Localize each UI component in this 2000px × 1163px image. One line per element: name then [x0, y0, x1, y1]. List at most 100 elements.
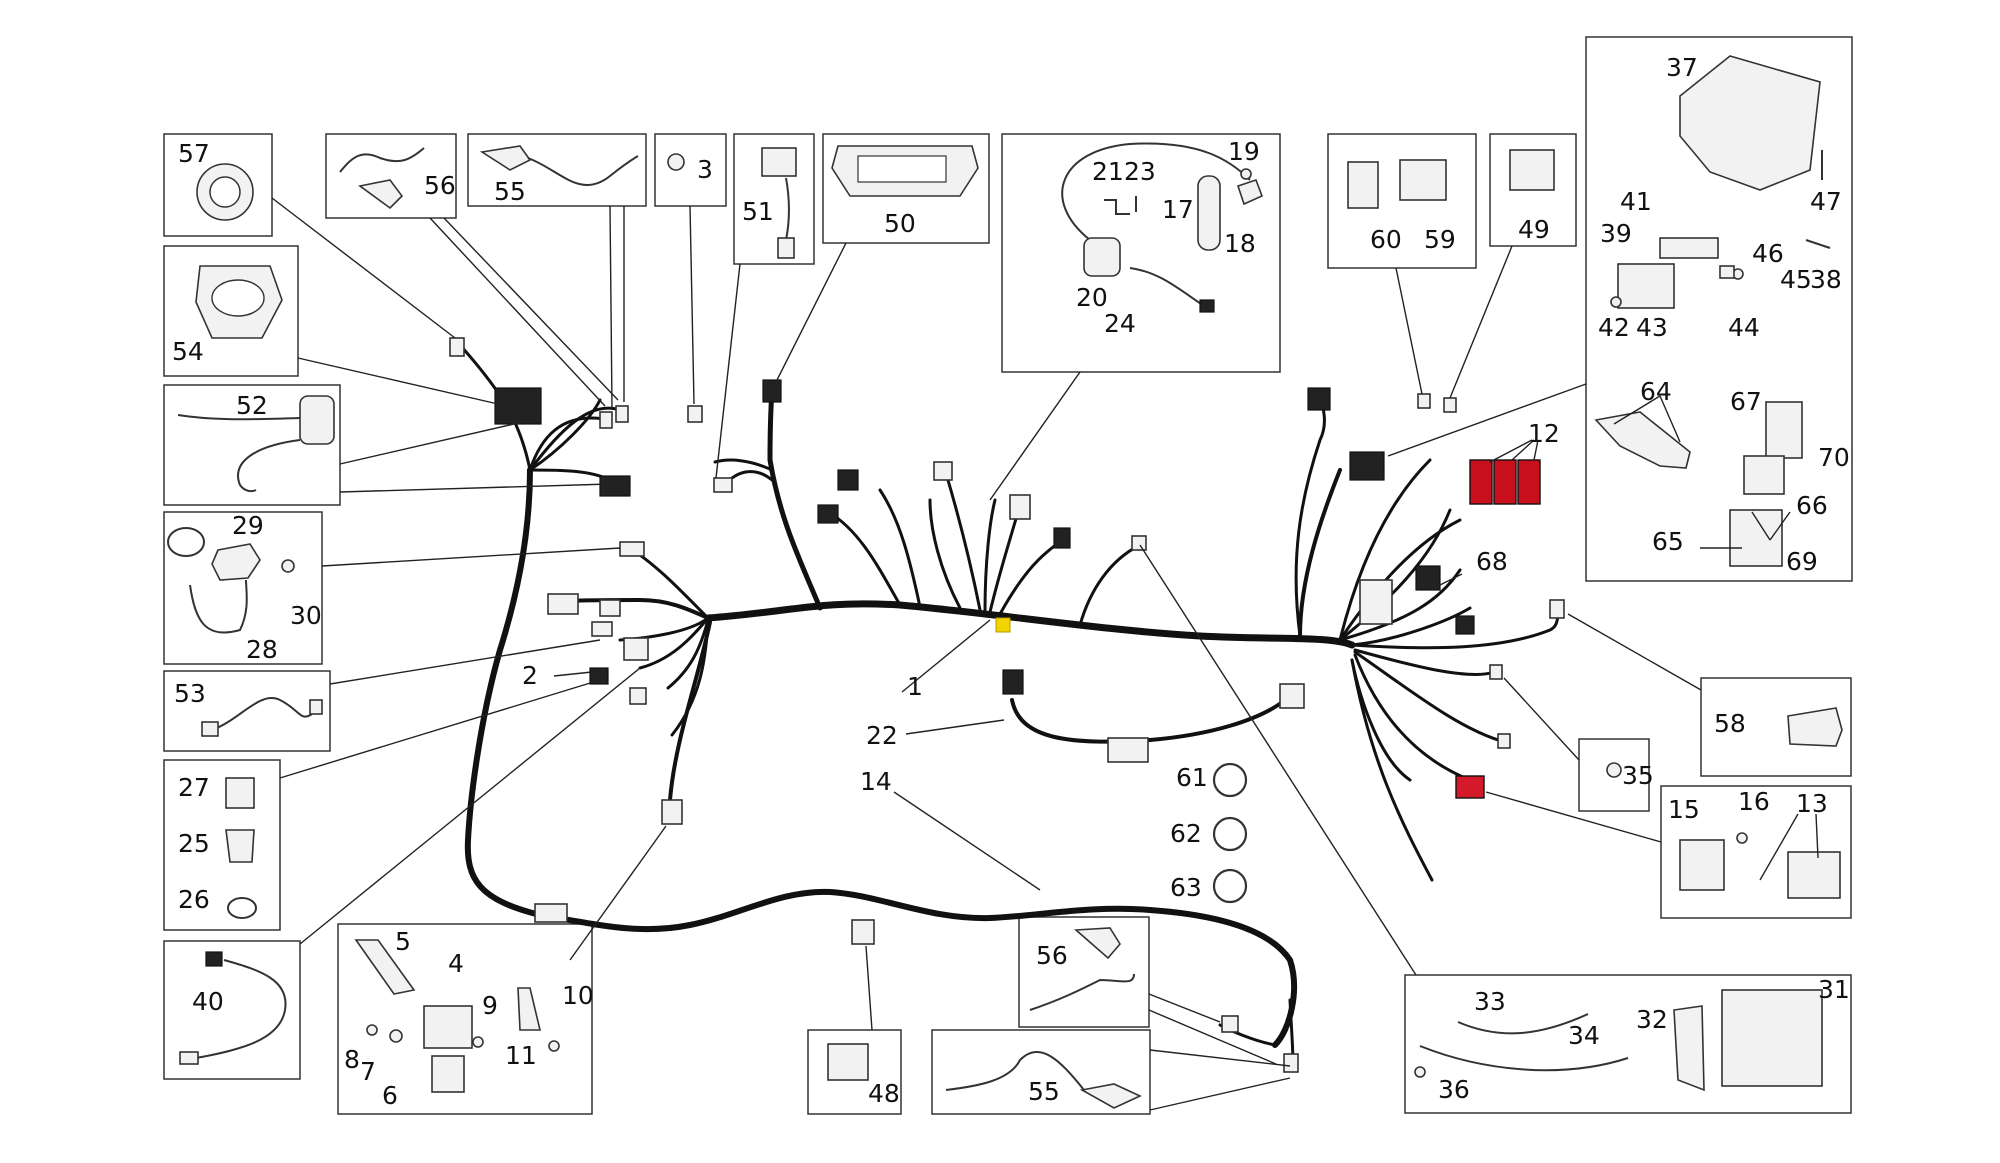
callout-35: 35: [1622, 761, 1654, 790]
callout-57: 57: [178, 139, 210, 168]
lead-58: [1567, 613, 1702, 691]
screw-35: [1606, 762, 1622, 778]
sensor-51-wire: [785, 177, 790, 241]
label-tag-right: [1359, 579, 1393, 625]
callout-60: 60: [1370, 225, 1402, 254]
callout-3: 3: [697, 155, 713, 184]
connector-22-b: [1279, 683, 1305, 709]
sensor-51-plug: [777, 237, 795, 259]
bracket-41: [1659, 237, 1719, 259]
connector-r1: [1307, 387, 1331, 411]
bracket-10: [517, 987, 542, 1031]
nut-8: [366, 1024, 378, 1036]
lead-12a: [1489, 439, 1533, 463]
callout-1: 1: [907, 672, 923, 701]
callout-14: 14: [860, 767, 892, 796]
part-illustrations: [167, 55, 1843, 1109]
callout-41: 41: [1620, 187, 1652, 216]
callout-23: 23: [1124, 157, 1156, 186]
plug-24: [1199, 299, 1215, 313]
callout-18: 18: [1224, 229, 1256, 258]
branch-left-3: [638, 616, 710, 670]
callout-19: 19: [1228, 137, 1260, 166]
callout-4: 4: [448, 949, 464, 978]
lead-54: [297, 357, 499, 405]
callout-58: 58: [1714, 709, 1746, 738]
lead-29: [321, 547, 621, 567]
branch-3: [713, 458, 774, 472]
lead-35: [1503, 677, 1580, 761]
lead-3: [689, 205, 695, 405]
callout-62: 62: [1170, 819, 1202, 848]
wire-24: [1129, 267, 1205, 307]
screw-30: [281, 559, 295, 573]
battery-31: [1721, 989, 1823, 1087]
callout-61: 61: [1176, 763, 1208, 792]
lead-56a: [429, 217, 606, 407]
oring-29: [167, 527, 205, 557]
connector-h6: [1131, 535, 1147, 551]
callout-43: 43: [1636, 313, 1668, 342]
branch-c3: [928, 498, 962, 610]
callout-55-bottom: 55: [1028, 1077, 1060, 1106]
branch-r11: [1353, 653, 1472, 782]
connector-h4: [1009, 494, 1031, 520]
lead-2: [553, 671, 593, 677]
connector-ind-1: [599, 411, 613, 429]
branch-indicator: [528, 416, 612, 472]
connector-r4: [1443, 397, 1457, 413]
fuse-13: [1787, 851, 1841, 899]
callout-45: 45: [1780, 265, 1812, 294]
branch-c8: [1078, 543, 1142, 627]
callout-64: 64: [1640, 377, 1672, 406]
connector-h1: [817, 504, 839, 524]
starter-relay-15: [1679, 839, 1725, 891]
branch-r2: [1294, 393, 1326, 638]
callout-2: 2: [522, 661, 538, 690]
callout-42: 42: [1598, 313, 1630, 342]
connector-c3: [591, 621, 613, 637]
harness-loop: [464, 467, 1298, 1048]
branch-r7: [1350, 606, 1472, 647]
dashboard-50-screen: [857, 155, 947, 183]
lead-12c: [1533, 439, 1539, 461]
fuse-box-2: [1493, 459, 1517, 505]
callout-12: 12: [1528, 419, 1560, 448]
connector-51: [713, 477, 733, 493]
clamp-61: [1212, 762, 1248, 798]
callout-44: 44: [1728, 313, 1760, 342]
bracket-5: [354, 939, 416, 995]
branch-left-4: [666, 618, 710, 690]
indicator-55-wire: [527, 155, 639, 187]
branch-c1: [826, 510, 902, 607]
fuse-box-1: [1469, 459, 1493, 505]
connector-r6: [1455, 615, 1475, 635]
box-53: [163, 670, 331, 752]
sensor-28: [211, 543, 261, 581]
callout-37: 37: [1666, 53, 1698, 82]
sensor-40-wire: [195, 959, 287, 1059]
callout-32: 32: [1636, 1005, 1668, 1034]
callout-24: 24: [1104, 309, 1136, 338]
switch-25: [225, 829, 255, 863]
callout-54: 54: [172, 337, 204, 366]
branch-c2: [878, 488, 922, 609]
connector-h3: [933, 461, 953, 481]
connector-r2: [1349, 451, 1385, 481]
connector-headlight: [494, 387, 542, 425]
screw-36: [1414, 1066, 1426, 1078]
lead-55c: [1149, 1049, 1291, 1067]
callout-47: 47: [1810, 187, 1842, 216]
callout-51: 51: [742, 197, 774, 226]
connector-switch: [599, 475, 631, 497]
callout-28: 28: [246, 635, 278, 664]
lead-64b: [1659, 395, 1681, 443]
callout-56: 56: [424, 171, 456, 200]
branch-c4: [943, 468, 982, 612]
callout-68: 68: [1476, 547, 1508, 576]
lead-37: [1387, 383, 1587, 457]
connector-c5: [589, 667, 609, 685]
branch-headlight: [528, 398, 602, 472]
relay-60: [1347, 161, 1379, 209]
